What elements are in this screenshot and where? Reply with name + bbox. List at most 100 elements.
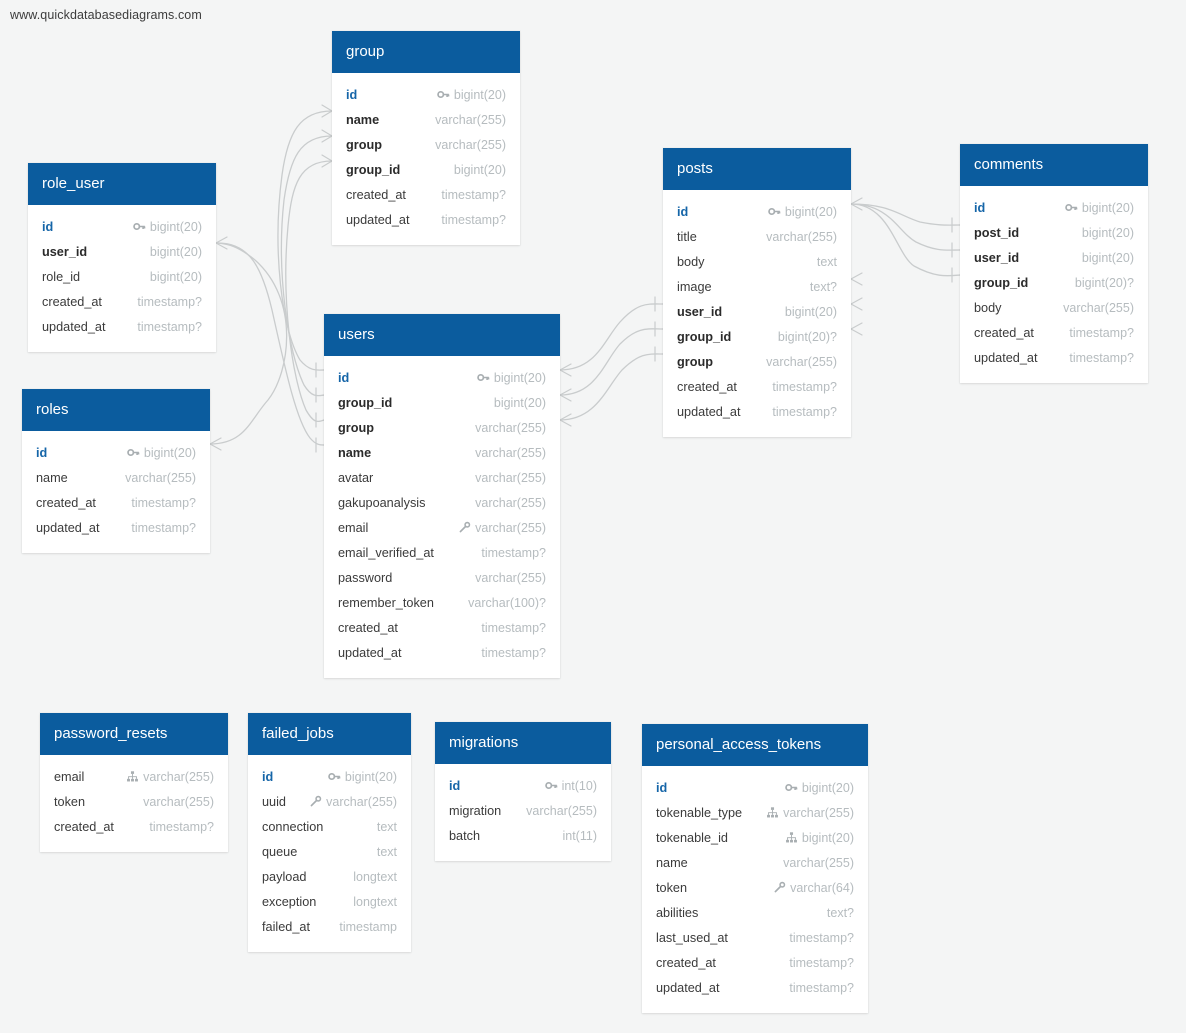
table-title-users[interactable]: users [324,314,560,356]
table-title-migrations[interactable]: migrations [435,722,611,764]
column-name: created_at [346,187,406,202]
column-name: created_at [656,955,716,970]
watermark-label: www.quickdatabasediagrams.com [10,8,202,22]
table-title-role_user[interactable]: role_user [28,163,216,205]
column-name: created_at [36,495,96,510]
column-row[interactable]: remember_token varchar(100)? [338,590,546,615]
table-title-failed_jobs[interactable]: failed_jobs [248,713,411,755]
column-name: id [338,370,350,385]
table-title-roles[interactable]: roles [22,389,210,431]
column-type: timestamp? [789,956,854,970]
table-title-group[interactable]: group [332,31,520,73]
table-title-comments[interactable]: comments [960,144,1148,186]
column-name: remember_token [338,595,434,610]
table-title-password_resets[interactable]: password_resets [40,713,228,755]
column-name: batch [449,828,481,843]
column-type-label: varchar(100)? [468,595,546,610]
column-type-label: timestamp? [481,645,546,660]
table-title-posts[interactable]: posts [663,148,851,190]
column-type: longtext [353,895,397,909]
column-type: bigint(20) [768,205,837,219]
table-title-personal_access_tokens[interactable]: personal_access_tokens [642,724,868,766]
column-name: queue [262,844,298,859]
column-type-label: bigint(20)? [777,329,837,344]
column-row[interactable]: created_at timestamp? [656,950,854,975]
